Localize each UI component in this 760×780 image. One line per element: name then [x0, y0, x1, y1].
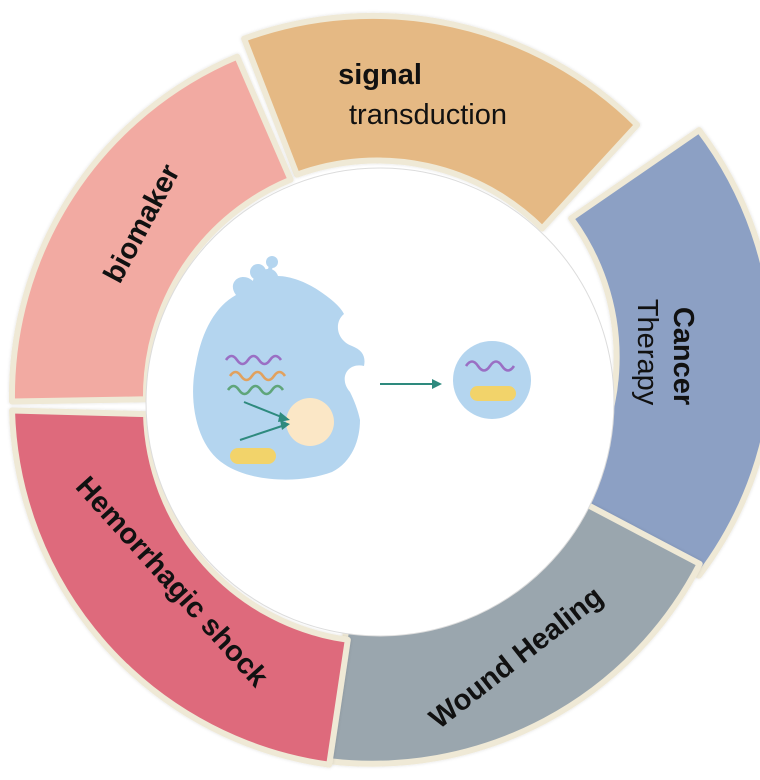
extracellular-vesicle-icon	[453, 341, 531, 419]
label-therapy: Therapy	[631, 299, 663, 406]
label-transduction: transduction	[349, 99, 507, 131]
label-cancer: Cancer	[667, 307, 699, 405]
nucleus-icon	[286, 398, 334, 446]
protein-icon	[230, 448, 276, 464]
segment-biomaker[interactable]	[8, 53, 294, 405]
internal-arrows	[239, 401, 290, 441]
segment-ring	[8, 12, 760, 768]
segment-cancer-therapy[interactable]	[567, 127, 760, 579]
segment-hemorrhagic-shock[interactable]	[9, 407, 351, 768]
segment-signal-transduction[interactable]	[241, 12, 641, 232]
secretion-arrow-icon	[380, 379, 442, 389]
label-signal: signal	[338, 59, 422, 91]
rna-wave-icon	[224, 354, 287, 396]
